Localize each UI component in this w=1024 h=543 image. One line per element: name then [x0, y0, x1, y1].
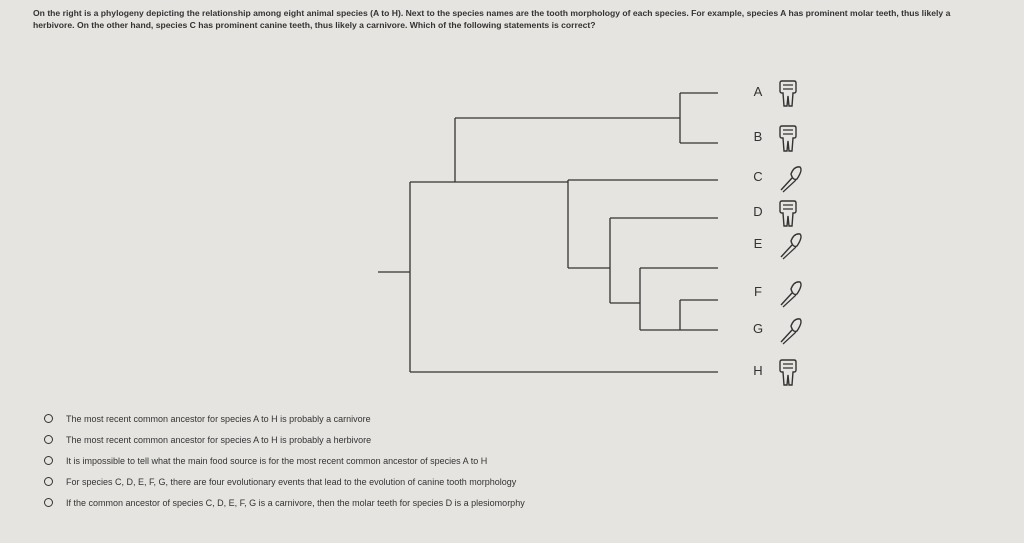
taxon-label-a: A: [753, 84, 763, 99]
taxon-label-h: H: [753, 363, 763, 378]
radio-button-2[interactable]: [44, 435, 53, 444]
canine-tooth-icon: [778, 280, 804, 313]
option-3-text: It is impossible to tell what the main f…: [66, 455, 488, 466]
option-2-text: The most recent common ancestor for spec…: [66, 434, 372, 445]
molar-tooth-icon: [778, 125, 798, 158]
molar-tooth-icon: [778, 200, 798, 233]
taxon-label-e: E: [753, 236, 763, 251]
option-5-text: If the common ancestor of species C, D, …: [66, 497, 525, 508]
radio-button-5[interactable]: [44, 498, 53, 507]
radio-button-4[interactable]: [44, 477, 53, 486]
option-3[interactable]: It is impossible to tell what the main f…: [44, 450, 525, 471]
option-1[interactable]: The most recent common ancestor for spec…: [44, 408, 525, 429]
canine-tooth-icon: [778, 317, 804, 350]
molar-tooth-icon: [778, 359, 798, 392]
option-2[interactable]: The most recent common ancestor for spec…: [44, 429, 525, 450]
option-4[interactable]: For species C, D, E, F, G, there are fou…: [44, 471, 525, 492]
radio-button-3[interactable]: [44, 456, 53, 465]
answer-options: The most recent common ancestor for spec…: [44, 408, 525, 513]
option-5[interactable]: If the common ancestor of species C, D, …: [44, 492, 525, 513]
option-4-text: For species C, D, E, F, G, there are fou…: [66, 476, 517, 487]
taxon-label-f: F: [754, 284, 762, 299]
taxon-label-b: B: [753, 129, 763, 144]
canine-tooth-icon: [778, 165, 804, 198]
option-1-text: The most recent common ancestor for spec…: [66, 413, 371, 424]
taxon-label-c: C: [753, 169, 763, 184]
question-text: On the right is a phylogeny depicting th…: [33, 8, 951, 30]
taxon-label-d: D: [753, 204, 763, 219]
canine-tooth-icon: [778, 232, 804, 265]
radio-button-1[interactable]: [44, 414, 53, 423]
taxon-label-g: G: [752, 321, 764, 336]
molar-tooth-icon: [778, 80, 798, 113]
